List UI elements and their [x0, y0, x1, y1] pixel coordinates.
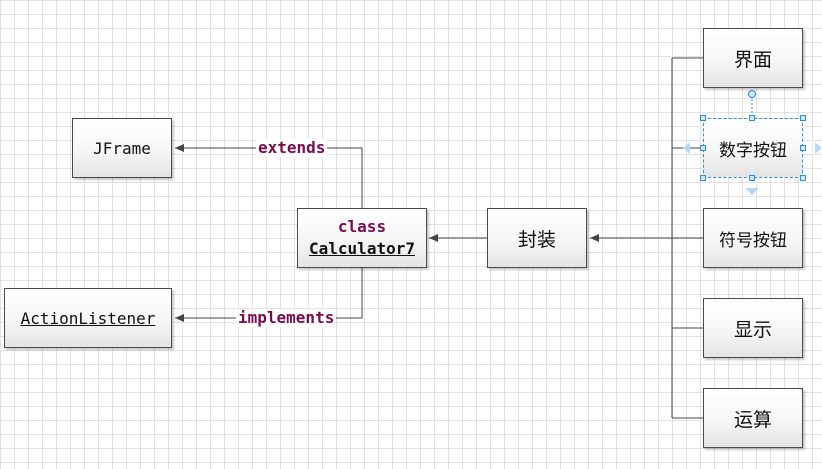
number-buttons-box[interactable]: 数字按钮: [703, 118, 803, 178]
resize-handle-sw[interactable]: [700, 175, 706, 181]
interface-label: 界面: [733, 48, 772, 71]
operation-box[interactable]: 运算: [703, 388, 803, 448]
rotate-handle[interactable]: [748, 90, 756, 98]
implements-label: implements: [236, 308, 337, 327]
interface-box[interactable]: 界面: [703, 28, 803, 88]
class-keyword: class: [337, 217, 387, 236]
connect-hint-down-icon[interactable]: [745, 188, 759, 195]
class-box[interactable]: class Calculator7: [297, 208, 427, 268]
resize-handle-se[interactable]: [800, 175, 806, 181]
symbol-buttons-label: 符号按钮: [719, 230, 787, 251]
extends-label: extends: [256, 138, 328, 157]
jframe-box[interactable]: JFrame: [72, 118, 172, 178]
resize-handle-s[interactable]: [749, 175, 755, 181]
class-name: Calculator7: [309, 239, 415, 258]
symbol-buttons-box[interactable]: 符号按钮: [703, 208, 803, 268]
resize-handle-w[interactable]: [700, 145, 706, 151]
connect-hint-right-icon[interactable]: [815, 142, 822, 154]
display-box[interactable]: 显示: [703, 298, 803, 358]
resize-handle-e[interactable]: [800, 145, 806, 151]
action-listener-box[interactable]: ActionListener: [4, 288, 172, 348]
display-label: 显示: [733, 318, 772, 341]
jframe-label: JFrame: [93, 138, 151, 158]
extends-connector[interactable]: [175, 144, 363, 208]
resize-handle-n[interactable]: [749, 115, 755, 121]
resize-handle-nw[interactable]: [700, 115, 706, 121]
operation-label: 运算: [733, 408, 772, 431]
action-listener-label: ActionListener: [20, 308, 156, 328]
resize-handle-ne[interactable]: [800, 115, 806, 121]
connect-hint-left-icon[interactable]: [683, 142, 690, 154]
encapsulate-label: 封装: [517, 228, 556, 251]
encapsulate-box[interactable]: 封装: [487, 208, 587, 268]
number-buttons-label: 数字按钮: [719, 140, 787, 161]
